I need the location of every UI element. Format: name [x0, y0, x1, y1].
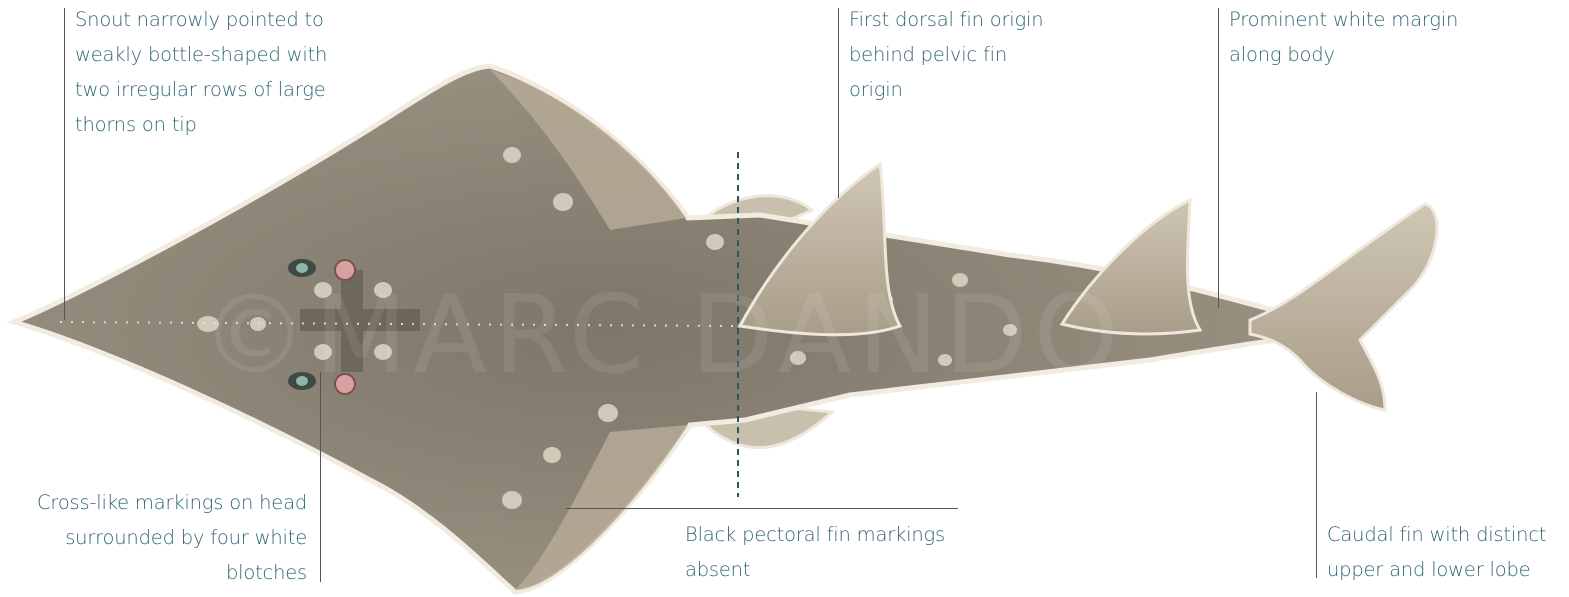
snout-callout-line-2: weakly bottle-shaped with — [75, 37, 327, 72]
snout-leader-line — [64, 8, 65, 320]
pectoral-callout-line-1: Black pectoral fin markings — [685, 517, 945, 552]
caudal-leader-line — [1316, 392, 1317, 578]
head-callout-line-2: surrounded by four white — [37, 520, 307, 555]
snout-callout: Snout narrowly pointed to weakly bottle-… — [75, 2, 327, 142]
head-leader-line — [320, 372, 321, 582]
dorsal-callout: First dorsal fin origin behind pelvic fi… — [849, 2, 1043, 107]
dorsal-leader-line — [838, 8, 839, 198]
pectoral-callout: Black pectoral fin markings absent — [685, 517, 945, 587]
pectoral-leader-line-horizontal — [566, 508, 958, 509]
margin-leader-line — [1218, 8, 1219, 308]
dorsal-callout-line-2: behind pelvic fin — [849, 37, 1043, 72]
caudal-callout: Caudal fin with distinct upper and lower… — [1327, 517, 1546, 587]
caudal-fin — [1250, 204, 1437, 410]
head-callout: Cross-like markings on head surrounded b… — [37, 485, 307, 590]
dorsal-callout-line-1: First dorsal fin origin — [849, 2, 1043, 37]
margin-callout-line-2: along body — [1229, 37, 1458, 72]
dorsal-callout-line-3: origin — [849, 72, 1043, 107]
caudal-callout-line-2: upper and lower lobe — [1327, 552, 1546, 587]
margin-callout-line-1: Prominent white margin — [1229, 2, 1458, 37]
margin-callout: Prominent white margin along body — [1229, 2, 1458, 72]
snout-callout-line-4: thorns on tip — [75, 107, 327, 142]
head-callout-line-1: Cross-like markings on head — [37, 485, 307, 520]
head-callout-line-3: blotches — [37, 555, 307, 590]
snout-callout-line-1: Snout narrowly pointed to — [75, 2, 327, 37]
caudal-callout-line-1: Caudal fin with distinct — [1327, 517, 1546, 552]
pectoral-callout-line-2: absent — [685, 552, 945, 587]
watermark: ©MARC DANDO — [200, 273, 1125, 398]
snout-callout-line-3: two irregular rows of large — [75, 72, 327, 107]
